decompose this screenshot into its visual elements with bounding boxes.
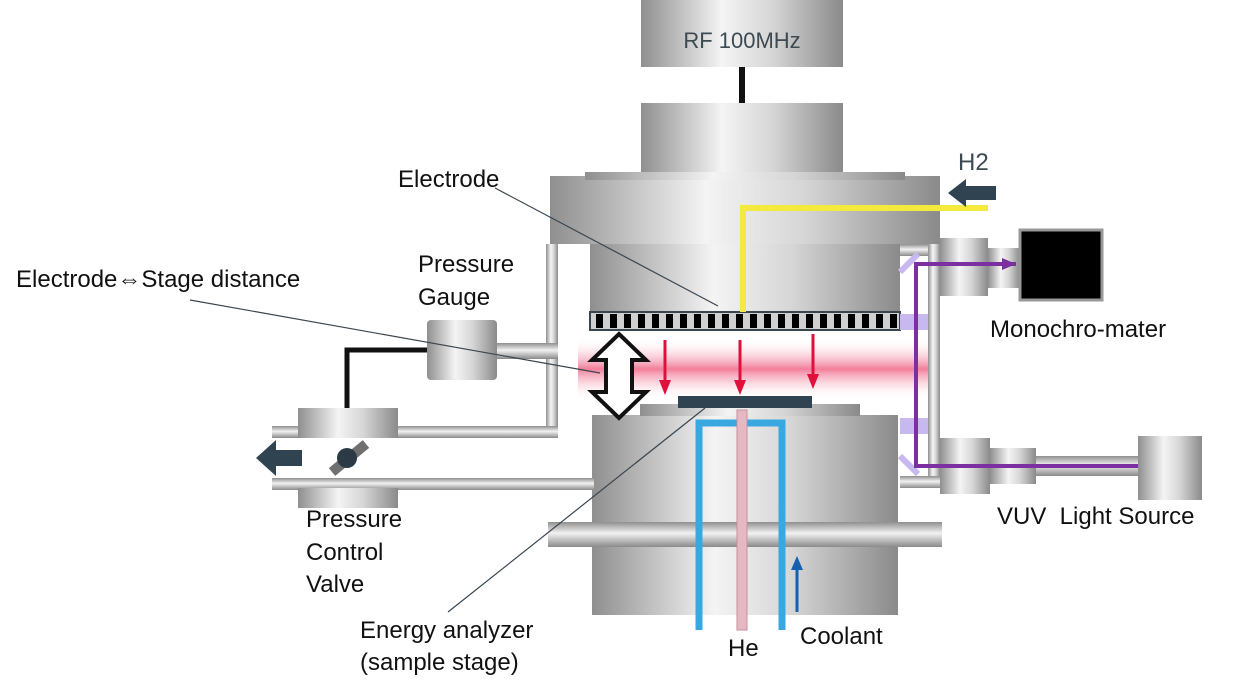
valve-bottom-flange <box>298 488 398 508</box>
electrode-grid <box>589 311 901 331</box>
rf-cable <box>739 67 745 103</box>
h2-label: H2 <box>958 149 989 176</box>
analyzer-label-line2: (sample stage) <box>360 649 519 676</box>
electrode-tooth <box>596 314 603 328</box>
lower-exhaust-pipe <box>272 478 594 490</box>
distance-label: Electrode⇔Stage distance <box>16 266 300 293</box>
coolant-label: Coolant <box>800 623 883 650</box>
electrode-tooth <box>848 314 855 328</box>
rf-source <box>641 0 843 67</box>
butterfly-valve-icon <box>328 440 370 476</box>
rf-label: RF 100MHz <box>683 28 800 53</box>
electrode-tooth <box>792 314 799 328</box>
ion-flux-arrows <box>659 334 819 395</box>
electrode-tooth <box>876 314 883 328</box>
pressure-valve-label-line2: Control <box>306 539 383 566</box>
monochromator-port-1 <box>940 238 988 296</box>
electrode-tooth <box>764 314 771 328</box>
monochromator-box <box>1018 228 1104 302</box>
electrode-tooth <box>680 314 687 328</box>
monochromator-label: Monochro-mater <box>990 316 1166 343</box>
vuv-light-source <box>1138 436 1202 500</box>
valve-top-flange <box>298 408 398 438</box>
analyzer-callout <box>447 407 706 613</box>
right-riser-pipe <box>928 244 940 488</box>
electrode-callout <box>494 187 719 307</box>
distance-callout <box>189 299 601 374</box>
electrode-tooth <box>862 314 869 328</box>
left-riser-pipe <box>546 244 558 436</box>
pressure-gauge-label-line1: Pressure <box>418 251 514 278</box>
h2-inlet-arrow-icon <box>948 179 996 207</box>
exhaust-arrow-icon <box>256 440 302 476</box>
electrode-tooth <box>652 314 659 328</box>
gauge-pipe <box>496 343 558 359</box>
he-label: He <box>728 635 759 662</box>
pressure-valve-label-line1: Pressure <box>306 506 402 533</box>
electrode-tooth <box>638 314 645 328</box>
electrode-label: Electrode <box>398 166 499 193</box>
electrode-tooth <box>666 314 673 328</box>
electrode-tooth <box>834 314 841 328</box>
electrode-tooth <box>624 314 631 328</box>
upper-cylinder <box>641 103 843 176</box>
electrode-tooth <box>708 314 715 328</box>
vuv-optical-path <box>914 262 1138 468</box>
h2-gas-line <box>740 205 988 312</box>
electrode-tooth <box>610 314 617 328</box>
upper-mirror <box>897 251 921 275</box>
pressure-valve-label-line3: Valve <box>306 571 364 598</box>
distance-double-arrow-icon <box>587 331 651 421</box>
coolant-flow-arrowhead <box>791 556 803 570</box>
electrode-tooth <box>750 314 757 328</box>
pressure-gauge <box>427 320 497 380</box>
energy-analyzer <box>678 396 812 408</box>
gauge-signal-wire <box>344 347 427 410</box>
electrode-tooth <box>722 314 729 328</box>
electrode-tooth <box>736 314 743 328</box>
lower-mirror <box>897 453 921 477</box>
electrode-tooth <box>694 314 701 328</box>
vuv-path-arrowhead <box>1002 258 1016 270</box>
top-flange-rim <box>585 172 905 180</box>
electrode-tooth <box>778 314 785 328</box>
right-lower-port <box>900 476 940 488</box>
he-line <box>736 409 748 631</box>
pressure-gauge-label-line2: Gauge <box>418 284 490 311</box>
vuv-label: VUV Light Source <box>997 503 1194 530</box>
electrode-tooth <box>806 314 813 328</box>
electrode-tooth <box>890 314 897 328</box>
electrode-tooth <box>820 314 827 328</box>
analyzer-label-line1: Energy analyzer <box>360 617 533 644</box>
